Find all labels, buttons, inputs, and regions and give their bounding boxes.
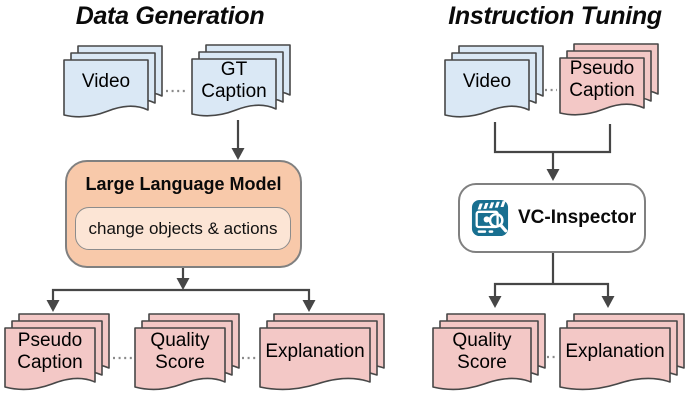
document-stack-shape [134, 313, 240, 391]
llm-operation-box: change objects & actions [75, 207, 291, 250]
document-sheet [63, 59, 149, 118]
stack-label: Pseudo Caption [569, 58, 635, 101]
quality-score-stack-left: Quality Score [134, 313, 242, 396]
branch-line-right [493, 282, 610, 296]
stack-label: Quality Score [150, 330, 210, 373]
document-sheet [259, 327, 371, 391]
document-stack-shape [432, 313, 546, 391]
stack-label: Video [81, 71, 131, 93]
instruction-tuning-title: Instruction Tuning [448, 2, 662, 30]
document-stack-shape [559, 43, 659, 116]
arrowhead [231, 148, 245, 160]
stack-label: Video [462, 71, 512, 93]
vc-inspector-label: VC-Inspector [518, 207, 637, 228]
stack-label: Explanation [565, 341, 665, 363]
bracket-inputs-right [493, 122, 612, 154]
document-stack-shape [444, 45, 544, 118]
document-stack-shape [4, 313, 110, 391]
arrowhead [46, 300, 60, 312]
clapperboard-stripes [477, 201, 506, 210]
stack-label: Quality Score [452, 330, 512, 373]
arrowhead [302, 300, 316, 312]
quality-score-stack-right: Quality Score [432, 313, 548, 396]
video-stack-left: Video [63, 45, 165, 123]
magnifier-lens [488, 212, 504, 228]
magnifier-handle [499, 223, 508, 233]
explanation-stack-left: Explanation [259, 313, 387, 396]
screen-content-dot [483, 216, 490, 223]
document-stack-shape [259, 313, 385, 391]
document-stack-shape [559, 313, 685, 391]
film-line [477, 230, 487, 233]
explanation-stack-right: Explanation [559, 313, 687, 396]
stack-label: GT Caption [201, 59, 267, 102]
document-sheet [134, 327, 226, 391]
large-language-model-box: Large Language Model change objects & ac… [65, 160, 302, 268]
video-stack-right: Video [444, 45, 546, 123]
branch-line-left [51, 288, 311, 300]
arrowhead [488, 296, 502, 308]
document-stack-shape [191, 44, 291, 117]
stack-label: Explanation [265, 341, 365, 363]
document-sheet [4, 327, 96, 391]
arrowhead [601, 296, 615, 308]
document-sheet [432, 327, 532, 391]
document-sheet [444, 59, 530, 118]
data-generation-title: Data Generation [75, 2, 265, 30]
llm-title: Large Language Model [85, 174, 282, 194]
document-sheet [559, 327, 671, 391]
pseudo-caption-stack-left: Pseudo Caption [4, 313, 112, 396]
pseudo-caption-stack-input: Pseudo Caption [559, 43, 661, 121]
vc-inspector-box: VC-Inspector [458, 183, 646, 253]
document-sheet [191, 58, 277, 117]
vc-inspector-icon [471, 199, 509, 237]
screen-frame [475, 210, 499, 229]
arrowhead [546, 169, 560, 181]
document-stack-shape [63, 45, 163, 118]
stack-label: Pseudo Caption [17, 330, 83, 373]
arrowhead [176, 278, 190, 290]
film-line [488, 230, 494, 233]
document-sheet [559, 57, 645, 116]
gt-caption-stack: GT Caption [191, 44, 293, 122]
